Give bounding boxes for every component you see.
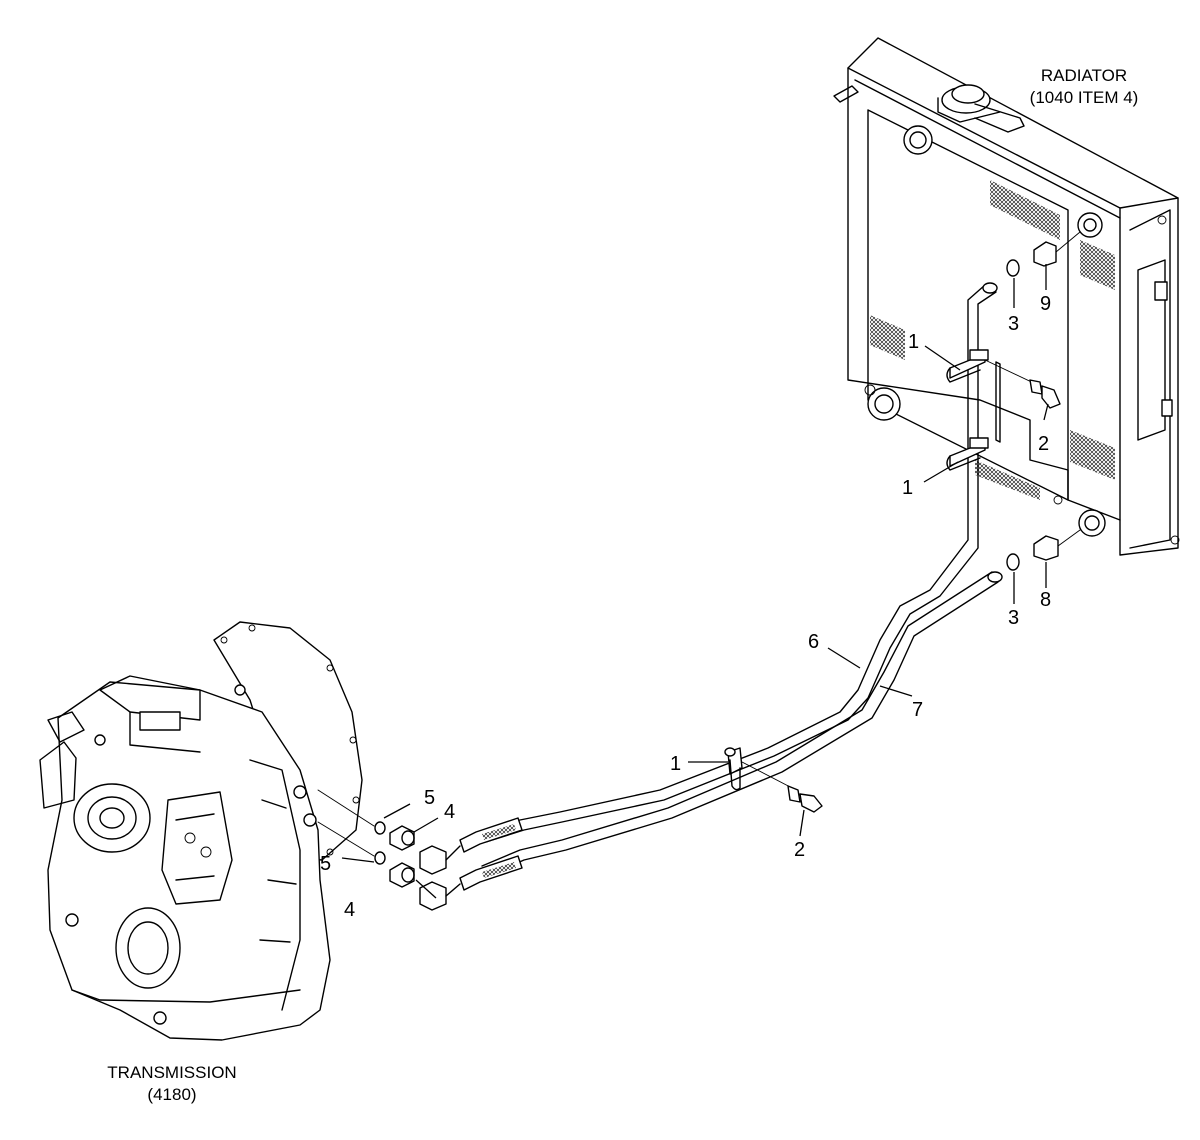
washer-lower [1006, 553, 1020, 571]
bolt-lower [787, 785, 823, 813]
callout-elbow-9: 9 [1040, 293, 1051, 315]
clamp-upper [946, 349, 989, 383]
fitting-upper [389, 825, 415, 851]
callout-clamp-middle: 1 [902, 477, 913, 499]
callout-tube-6: 6 [808, 631, 819, 653]
clamp-lower [724, 747, 797, 791]
callout-bolt-lower: 2 [794, 839, 805, 861]
callout-fitting-upper: 4 [444, 801, 455, 823]
callout-bolt-upper: 2 [1038, 433, 1049, 455]
callout-washer-upper: 3 [1008, 313, 1019, 335]
callout-oring-upper: 5 [424, 787, 435, 809]
callout-elbow-8: 8 [1040, 589, 1051, 611]
transmission-assembly [39, 621, 363, 1041]
radiator-caption: RADIATOR (1040 ITEM 4) [1030, 66, 1139, 107]
callout-clamp-lower: 1 [670, 753, 681, 775]
washer-upper [1006, 259, 1020, 277]
oring-lower [374, 851, 386, 865]
transmission-reference: (4180) [147, 1085, 196, 1104]
bolt-upper [984, 359, 1061, 409]
callout-oring-lower: 5 [320, 853, 331, 875]
elbow-9 [1033, 231, 1081, 267]
fittings-transmission-side [317, 789, 415, 888]
elbow-8 [1033, 529, 1081, 561]
callout-labels: 1 1 1 2 2 3 3 9 8 6 7 4 4 5 5 [320, 293, 1051, 921]
callout-clamp-upper: 1 [908, 331, 919, 353]
radiator-assembly [833, 37, 1180, 556]
clamps [724, 349, 989, 791]
fitting-lower [389, 862, 415, 888]
radiator-reference: (1040 ITEM 4) [1030, 88, 1139, 107]
leader-lines [341, 264, 1049, 899]
hardware [787, 231, 1081, 813]
oring-upper [374, 821, 386, 835]
callout-fitting-lower: 4 [344, 899, 355, 921]
clamp-middle [946, 437, 989, 471]
callout-washer-lower: 3 [1008, 607, 1019, 629]
cooler-tubes [419, 282, 1003, 911]
transmission-name: TRANSMISSION [107, 1063, 236, 1082]
callout-tube-7: 7 [912, 699, 923, 721]
transmission-caption: TRANSMISSION (4180) [107, 1063, 236, 1104]
radiator-name: RADIATOR [1041, 66, 1127, 85]
